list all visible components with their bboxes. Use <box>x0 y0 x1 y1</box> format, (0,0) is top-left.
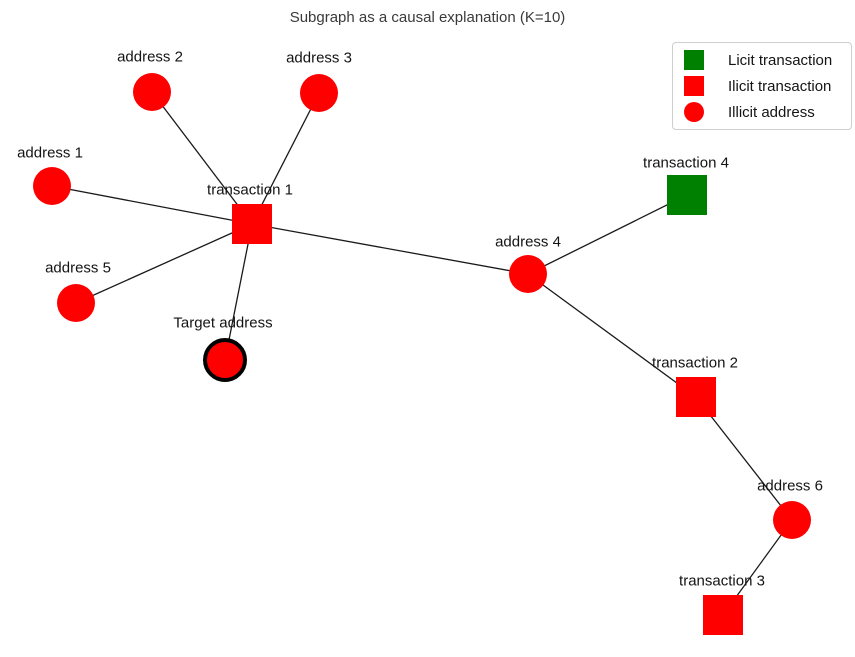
edge-transaction-1--address-5 <box>75 223 253 304</box>
edge-transaction-1--address-3 <box>251 92 320 225</box>
edge-transaction-1--address-1 <box>51 185 253 225</box>
node-address-1 <box>33 167 71 205</box>
node-label-transaction-4: transaction 4 <box>643 155 729 172</box>
node-transaction-2 <box>676 377 716 417</box>
node-target-address <box>203 338 247 382</box>
edges-layer <box>51 91 793 616</box>
node-address-5 <box>57 284 95 322</box>
node-transaction-3 <box>703 595 743 635</box>
legend-swatch-circle <box>684 102 704 122</box>
legend-swatch-square <box>684 50 704 70</box>
legend-item-label: Ilicit transaction <box>728 77 832 95</box>
labels-layer: address 1 address 2 address 3 address 5 tran… <box>17 49 823 590</box>
legend-swatch-square <box>684 76 704 96</box>
legend-item: Licit transaction <box>684 47 851 73</box>
legend-item: Illicit address <box>684 99 851 125</box>
edge-transaction-1--address-2 <box>151 91 253 225</box>
node-label-address-2: address 2 <box>117 49 183 66</box>
node-label-address-6: address 6 <box>757 478 823 495</box>
node-label-address-4: address 4 <box>495 234 561 251</box>
edge-address-4--transaction-4 <box>527 194 688 275</box>
node-label-address-1: address 1 <box>17 145 83 162</box>
edge-address-4--transaction-2 <box>527 273 697 398</box>
edge-transaction-1--address-4 <box>251 223 529 275</box>
node-label-transaction-3: transaction 3 <box>679 573 765 590</box>
edge-transaction-1--target-address <box>224 223 253 361</box>
edge-transaction-2--address-6 <box>695 396 793 521</box>
node-address-3 <box>300 74 338 112</box>
node-label-transaction-1: transaction 1 <box>207 182 293 199</box>
node-label-target-address: Target address <box>173 315 272 332</box>
legend-item-label: Illicit address <box>728 103 815 121</box>
nodes-layer <box>33 73 811 635</box>
node-address-2 <box>133 73 171 111</box>
node-address-4 <box>509 255 547 293</box>
node-transaction-4 <box>667 175 707 215</box>
legend-item: Ilicit transaction <box>684 73 851 99</box>
node-label-transaction-2: transaction 2 <box>652 355 738 372</box>
node-label-address-3: address 3 <box>286 50 352 67</box>
node-transaction-1 <box>232 204 272 244</box>
node-label-address-5: address 5 <box>45 260 111 277</box>
legend-item-label: Licit transaction <box>728 51 833 69</box>
node-address-6 <box>773 501 811 539</box>
chart-title: Subgraph as a causal explanation (K=10) <box>289 9 566 26</box>
